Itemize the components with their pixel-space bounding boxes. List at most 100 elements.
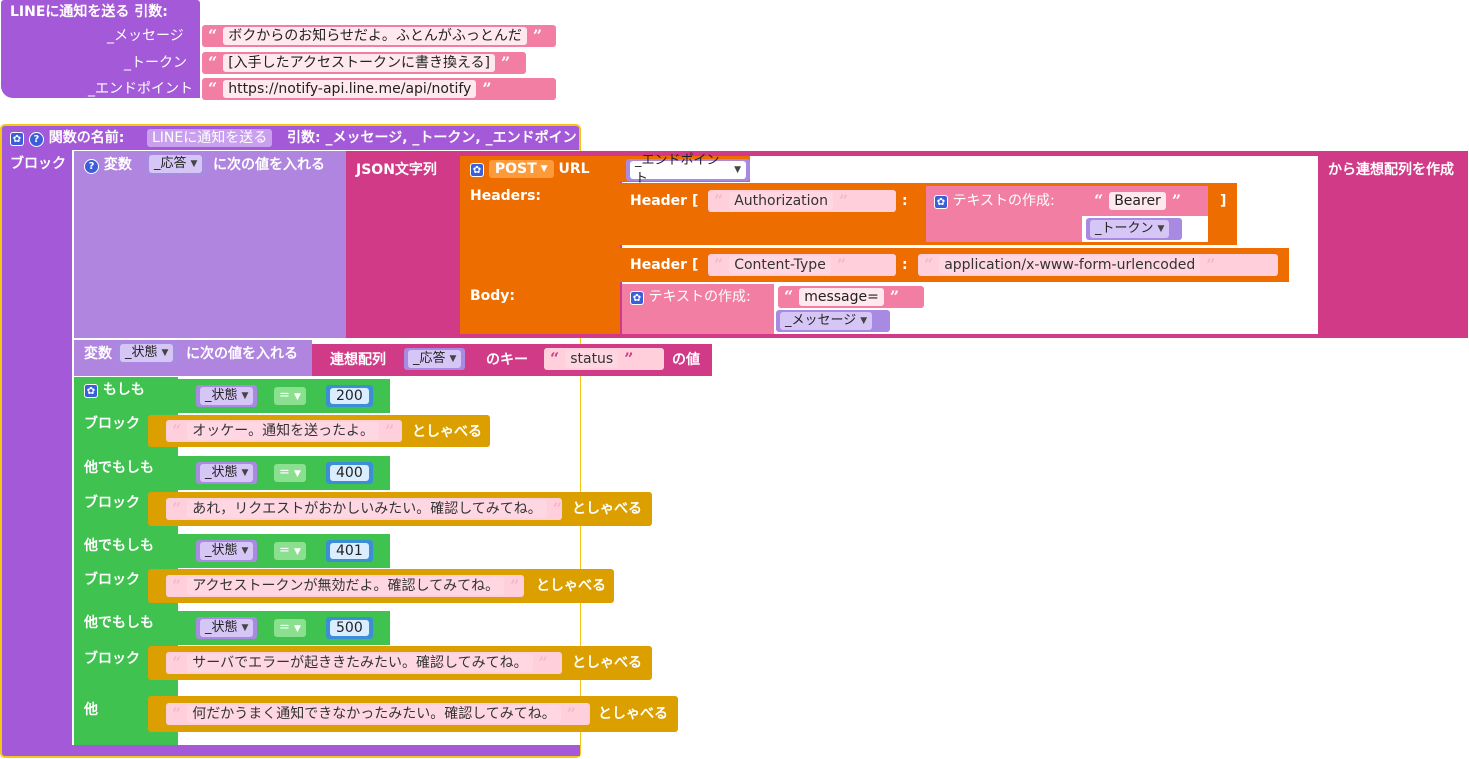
header-open-1: Header [ [630,193,699,209]
status-key-string[interactable]: “ status ” [544,348,664,370]
var-message-dropdown[interactable]: _メッセージ▼ [776,310,890,332]
dropdown-triangle-icon: ▼ [294,547,301,557]
cond-op-2[interactable]: = ▼ [274,464,306,482]
assign-response-header: ? 変数 [84,156,132,174]
open-quote-icon: “ [172,653,182,672]
var-response-dropdown[interactable]: _応答▼ [145,153,207,175]
gear-icon[interactable]: ✿ [470,163,484,177]
method-dropdown[interactable]: POST▼ [488,160,554,178]
open-quote-icon: “ [924,255,934,274]
speak-string-1[interactable]: “ オッケー。通知を送ったよ。 ” [166,420,402,442]
make-text-block-auth[interactable] [926,186,1082,242]
cond-var-3[interactable]: _状態▼ [196,540,258,562]
cond-value-4[interactable]: 500 [326,617,373,639]
header-value-content-type[interactable]: “ application/x-www-form-urlencoded ” [918,254,1278,276]
speak-label-4: としゃべる [572,655,642,671]
gear-icon[interactable]: ✿ [630,291,644,305]
cond-value-2[interactable]: 400 [326,462,373,484]
var-map-response-dropdown[interactable]: _応答▼ [404,348,466,370]
cond-op-4[interactable]: = ▼ [274,619,306,637]
cond-op-1[interactable]: = ▼ [274,387,306,405]
speak-text-else[interactable]: 何だかうまく通知できなかったみたい。確認してみてね。 [187,705,561,723]
var-endpoint-dropdown[interactable]: _エンドポイント▼ [626,153,750,186]
cond-var-4[interactable]: _状態▼ [196,617,258,639]
call-param-3: _エンドポイント [88,81,193,97]
open-quote-icon: “ [172,421,182,440]
message-eq-text[interactable]: message= [799,288,884,306]
content-type-value-text[interactable]: application/x-www-form-urlencoded [939,256,1201,274]
token-text[interactable]: [入手したアクセストークンに書き換える] [223,54,496,72]
speak-label-1: としゃべる [412,424,482,440]
speak-string-else[interactable]: “ 何だかうまく通知できなかったみたい。確認してみてね。 ” [166,703,590,725]
speak-text-1[interactable]: オッケー。通知を送ったよ。 [187,422,380,440]
speak-text-3[interactable]: アクセストークンが無効だよ。確認してみてね。 [187,577,505,595]
dropdown-triangle-icon: ▼ [294,624,301,634]
make-text-block-body[interactable] [622,284,774,334]
body-prefix-string[interactable]: “ message= ” [778,286,924,308]
open-quote-icon: “ [208,26,218,45]
cond-var-2[interactable]: _状態▼ [196,462,258,484]
dropdown-triangle-icon: ▼ [294,469,301,479]
close-quote-icon: ” [482,79,492,98]
assign-response-block[interactable] [74,151,346,338]
help-icon[interactable]: ? [84,159,99,174]
speak-string-4[interactable]: “ サーバでエラーが起ききたみたい。確認してみてね。 ” [166,652,562,674]
map-label: 連想配列 [330,352,386,368]
gear-icon[interactable]: ✿ [84,384,98,398]
message-text[interactable]: ボクからのお知らせだよ。ふとんがふっとんだ [223,27,527,45]
bearer-string[interactable]: “ Bearer ” [1088,190,1206,212]
open-quote-icon: “ [172,704,182,723]
header-key-content-type[interactable]: “ Content-Type ” [708,254,896,276]
assign-status-block[interactable] [74,340,312,376]
cond-var-1[interactable]: _状態▼ [196,385,258,407]
open-quote-icon: “ [208,53,218,72]
open-quote-icon: “ [172,499,182,518]
function-name-field[interactable]: LINEに通知を送る [147,129,273,147]
close-quote-icon: ” [889,287,900,306]
var-status-dropdown[interactable]: _状態▼ [116,342,178,364]
cond-value-3[interactable]: 401 [326,540,373,562]
make-text-label-auth: ✿ テキストの作成: [934,192,1055,210]
status-text[interactable]: status [565,350,619,368]
if-label: ✿ もしも [84,381,145,399]
speak-text-2[interactable]: あれ，リクエストがおかしいみたい。確認してみてね。 [187,500,547,518]
call-param-1: _メッセージ [107,28,184,44]
speak-string-3[interactable]: “ アクセストークンが無効だよ。確認してみてね。 ” [166,575,524,597]
function-block-label: ブロック [10,156,66,172]
authorization-text[interactable]: Authorization [729,192,833,210]
help-icon[interactable]: ? [28,132,44,147]
gear-icon[interactable]: ✿ [934,195,948,209]
speak-string-2[interactable]: “ あれ，リクエストがおかしいみたい。確認してみてね。 ” [166,498,562,520]
do-label-1: ブロック [84,416,140,432]
call-arg-token[interactable]: “ [入手したアクセストークンに書き換える] ” [202,52,526,74]
endpoint-text[interactable]: https://notify-api.line.me/api/notify [223,80,477,98]
else-label: 他 [84,702,98,718]
close-quote-icon: ” [532,26,543,45]
header-colon-1: : [902,193,908,209]
close-quote-icon: ” [1206,255,1216,274]
open-quote-icon: “ [784,287,794,306]
dropdown-triangle-icon: ▼ [1157,224,1165,234]
speak-text-4[interactable]: サーバでエラーが起ききたみたい。確認してみてね。 [187,654,533,672]
do-label-3: ブロック [84,572,140,588]
var-token-dropdown[interactable]: _トークン▼ [1086,218,1182,240]
call-block[interactable] [1,0,200,98]
cond-value-1[interactable]: 200 [326,385,373,407]
call-param-2: _トークン [124,55,187,71]
cond-op-3[interactable]: = ▼ [274,542,306,560]
gear-icon[interactable]: ✿ [10,132,24,146]
call-arg-message[interactable]: “ ボクからのお知らせだよ。ふとんがふっとんだ ” [202,25,556,47]
header-close-1: ] [1220,193,1227,209]
assign-status-prefix: 変数 [84,346,112,362]
open-quote-icon: “ [172,576,182,595]
call-arg-endpoint[interactable]: “ https://notify-api.line.me/api/notify … [202,78,556,100]
close-quote-icon: ” [385,421,395,440]
http-request-block[interactable] [460,156,620,334]
header-key-authorization[interactable]: “ Authorization ” [708,190,896,212]
dropdown-triangle-icon: ▼ [161,348,169,358]
close-quote-icon: ” [836,255,847,274]
bearer-text[interactable]: Bearer [1109,192,1166,210]
do-label-4: ブロック [84,651,140,667]
dropdown-triangle-icon: ▼ [540,164,548,174]
content-type-text[interactable]: Content-Type [729,256,831,274]
